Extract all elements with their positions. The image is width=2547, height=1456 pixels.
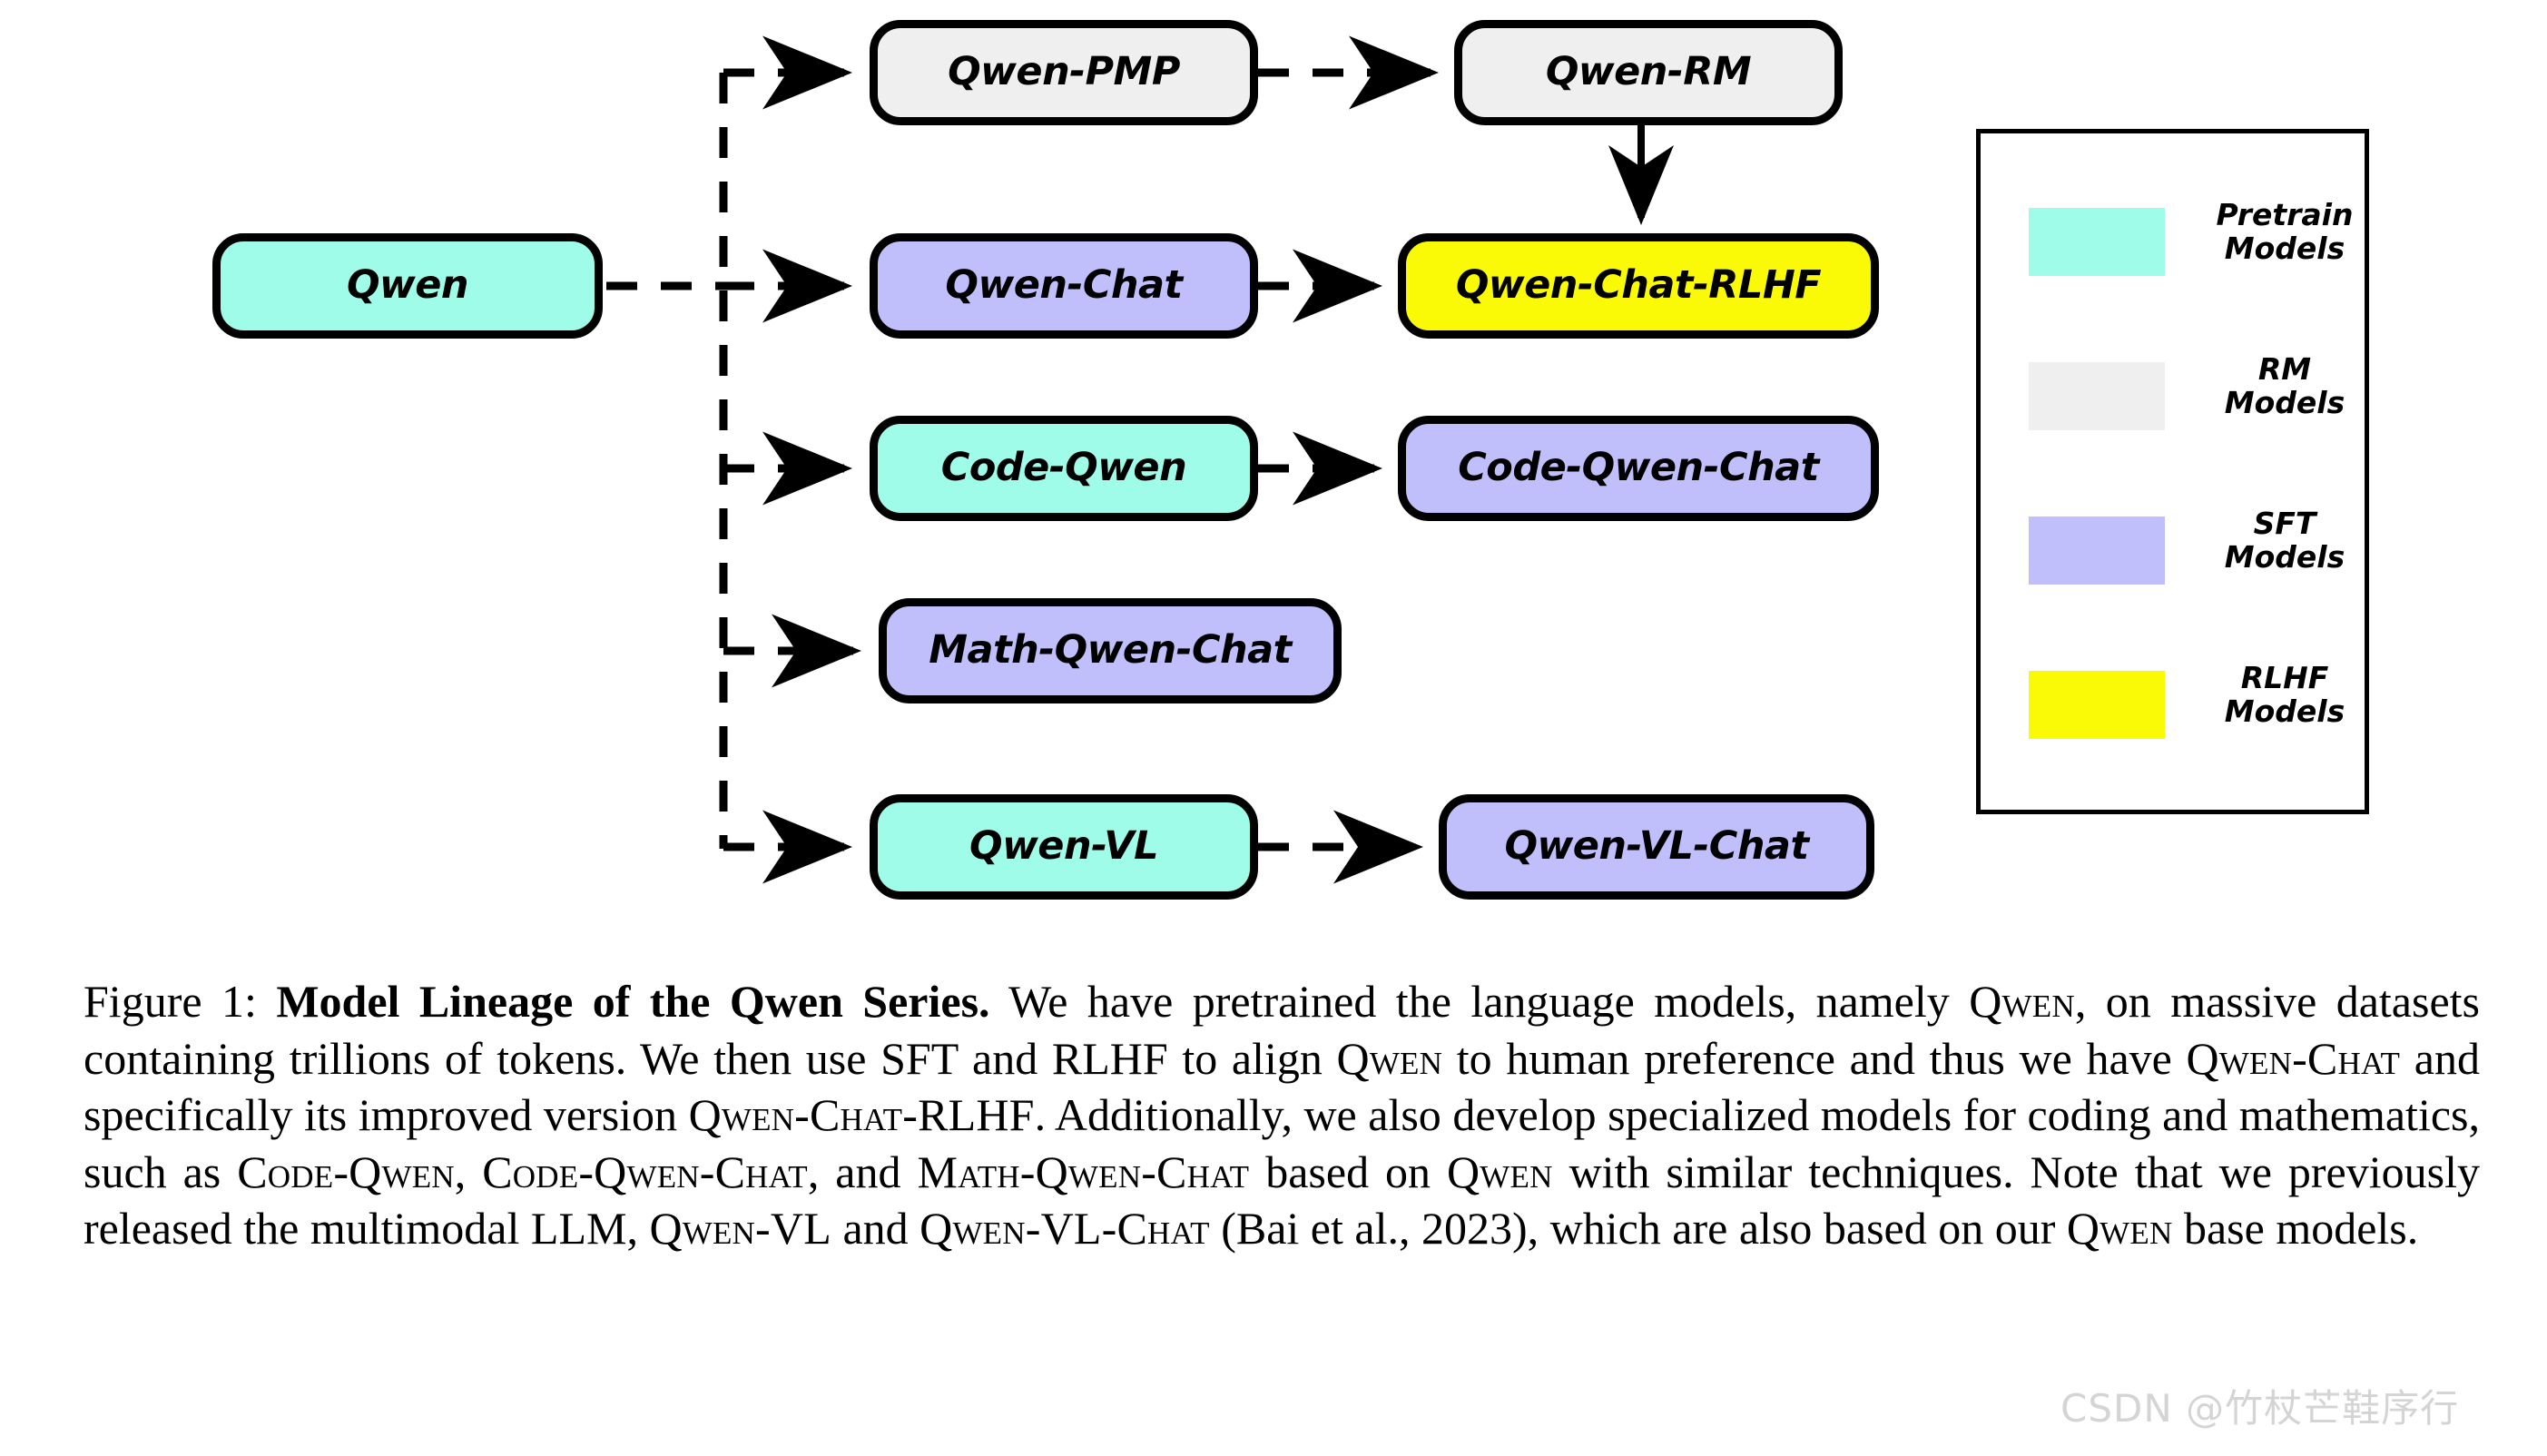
caption-body-4: and specifically its improved version xyxy=(84,1032,2480,1141)
node-qwen-pmp[interactable]: Qwen-PMP xyxy=(870,20,1258,125)
legend-swatch-rlhf-icon xyxy=(2029,671,2165,739)
caption-body-11: (Bai et al., 2023), which are also based… xyxy=(1209,1203,2067,1254)
legend-item-pretrain: Pretrain Models xyxy=(1981,198,2365,304)
caption-smallcaps-3: Qwen-Chat xyxy=(2186,1032,2401,1084)
figure-caption: Figure 1: Model Lineage of the Qwen Seri… xyxy=(84,973,2480,1257)
caption-body-6: , xyxy=(454,1146,483,1197)
caption-body-7: , and xyxy=(807,1146,918,1197)
caption-body-2: , on massive datasets containing trillio… xyxy=(84,976,2480,1084)
figure-model-lineage-diagram: Qwen Qwen-PMP Qwen-RM Qwen-Chat Qwen-Cha… xyxy=(212,20,2369,900)
node-code-qwen[interactable]: Code-Qwen xyxy=(870,416,1258,521)
legend-item-sft: SFT Models xyxy=(1981,507,2365,613)
caption-body-5: . Additionally, we also develop speciali… xyxy=(84,1089,2480,1197)
caption-smallcaps-9: Qwen-VL xyxy=(649,1203,831,1254)
caption-smallcaps-5: Code-Qwen xyxy=(237,1146,455,1197)
legend-label-rlhf-line2: Models xyxy=(2224,693,2345,729)
legend-label-rm-line2: Models xyxy=(2224,384,2345,420)
node-code-qwen-label: Code-Qwen xyxy=(940,444,1187,490)
caption-body-3: to human preference and thus we have xyxy=(1442,1032,2187,1084)
legend-label-rlhf: RLHF Models xyxy=(2203,660,2366,729)
node-qwen-rm-label: Qwen-RM xyxy=(1545,48,1752,94)
node-math-qwen-chat-label: Math-Qwen-Chat xyxy=(929,626,1292,673)
legend-label-pretrain-line1: Pretrain xyxy=(2216,197,2354,232)
node-code-qwen-chat-label: Code-Qwen-Chat xyxy=(1458,444,1819,490)
legend-panel: Pretrain Models RM Models SFT Models RLH… xyxy=(1976,129,2369,814)
node-qwen-chat-rlhf-label: Qwen-Chat-RLHF xyxy=(1455,261,1822,308)
caption-smallcaps-4: Qwen-Chat-RLHF xyxy=(688,1089,1035,1140)
node-qwen-chat-label: Qwen-Chat xyxy=(945,261,1183,308)
caption-bold-title: Model Lineage of the Qwen Series. xyxy=(276,976,990,1027)
legend-swatch-rm-icon xyxy=(2029,362,2165,430)
node-qwen-label: Qwen xyxy=(346,261,469,308)
legend-label-rm: RM Models xyxy=(2203,351,2366,420)
legend-item-rm: RM Models xyxy=(1981,352,2365,458)
caption-smallcaps-8: Qwen xyxy=(1447,1146,1553,1197)
legend-item-rlhf: RLHF Models xyxy=(1981,661,2365,767)
legend-label-sft: SFT Models xyxy=(2203,507,2366,575)
caption-body-12: base models. xyxy=(2172,1203,2419,1254)
legend-label-pretrain: Pretrain Models xyxy=(2203,197,2366,266)
caption-smallcaps-6: Code-Qwen-Chat xyxy=(482,1146,808,1197)
node-qwen-vl-chat-label: Qwen-VL-Chat xyxy=(1504,822,1809,869)
legend-label-sft-line1: SFT xyxy=(2253,506,2316,541)
caption-smallcaps-1: Qwen xyxy=(1969,976,2075,1027)
caption-smallcaps-10: Qwen-VL-Chat xyxy=(919,1203,1210,1254)
caption-smallcaps-2: Qwen xyxy=(1336,1032,1443,1084)
node-qwen-chat[interactable]: Qwen-Chat xyxy=(870,233,1258,339)
legend-label-rlhf-line1: RLHF xyxy=(2240,660,2329,695)
legend-label-sft-line2: Models xyxy=(2224,538,2345,575)
node-qwen-chat-rlhf[interactable]: Qwen-Chat-RLHF xyxy=(1398,233,1879,339)
caption-figure-number: Figure 1: xyxy=(84,976,257,1027)
legend-swatch-sft-icon xyxy=(2029,516,2165,585)
csdn-watermark: CSDN @竹杖芒鞋序行 xyxy=(2060,1386,2460,1431)
node-qwen-vl[interactable]: Qwen-VL xyxy=(870,794,1258,900)
node-qwen-pmp-label: Qwen-PMP xyxy=(948,48,1180,94)
node-qwen[interactable]: Qwen xyxy=(212,233,603,339)
legend-swatch-pretrain-icon xyxy=(2029,208,2165,276)
node-code-qwen-chat[interactable]: Code-Qwen-Chat xyxy=(1398,416,1879,521)
caption-body-1: We have pretrained the language models, … xyxy=(989,976,1970,1027)
caption-smallcaps-11: Qwen xyxy=(2066,1203,2173,1254)
node-qwen-rm[interactable]: Qwen-RM xyxy=(1454,20,1843,125)
legend-label-pretrain-line2: Models xyxy=(2224,230,2345,266)
node-qwen-vl-label: Qwen-VL xyxy=(969,822,1158,869)
diagram-connectors xyxy=(606,35,1674,884)
caption-body-10: and xyxy=(831,1203,920,1254)
caption-smallcaps-7: Math-Qwen-Chat xyxy=(917,1146,1250,1197)
node-math-qwen-chat[interactable]: Math-Qwen-Chat xyxy=(879,598,1342,703)
legend-label-rm-line1: RM xyxy=(2257,351,2312,387)
node-qwen-vl-chat[interactable]: Qwen-VL-Chat xyxy=(1439,794,1874,900)
caption-body-8: based on xyxy=(1249,1146,1447,1197)
caption-body-9: with similar techniques. Note that we pr… xyxy=(84,1146,2480,1254)
